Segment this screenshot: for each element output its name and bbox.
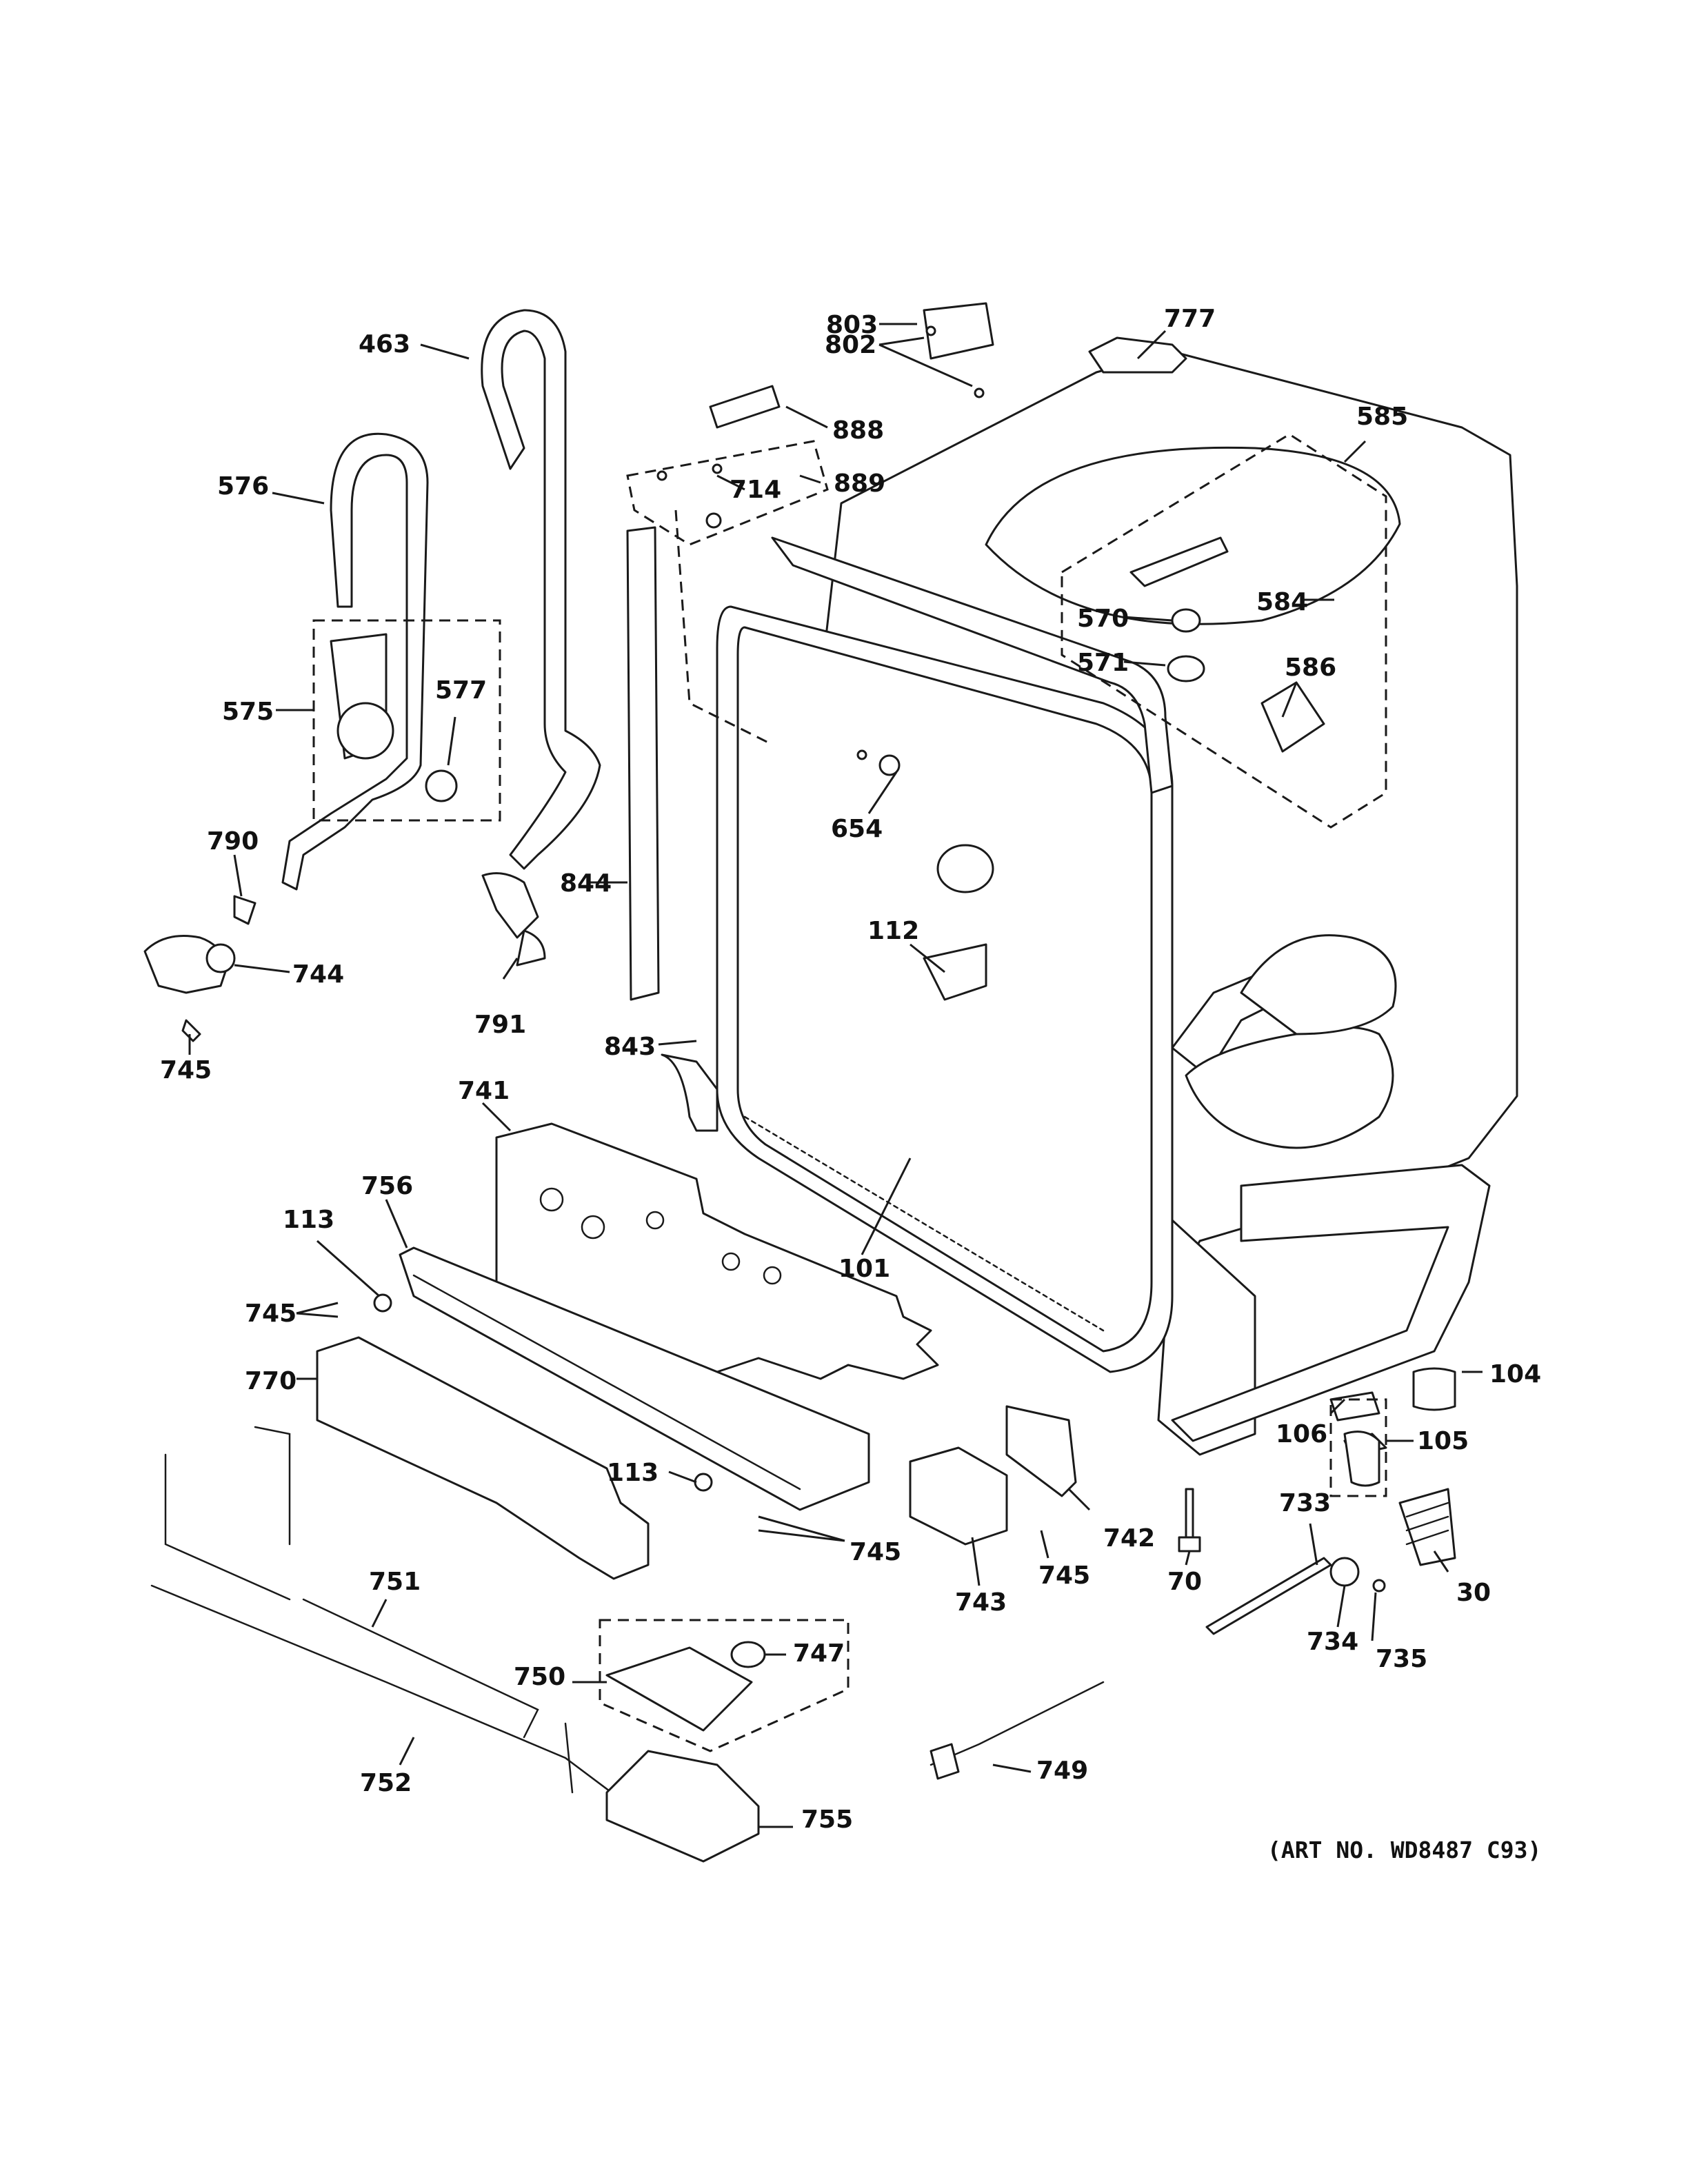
control-board-group [599,1619,850,1752]
art-number: (ART NO. WD8487 C93) [1267,1837,1541,1863]
label-791: 791 [474,1011,526,1039]
callout-labels: 803 777 802 888 585 463 714 889 576 570 … [160,305,1541,1834]
label-889: 889 [834,469,885,498]
label-741: 741 [458,1077,510,1105]
drain-hose [481,309,601,967]
label-463: 463 [359,330,410,358]
label-654: 654 [831,815,883,843]
label-714: 714 [730,476,781,504]
label-585: 585 [1356,403,1408,431]
label-113-bottom: 113 [607,1459,659,1487]
switch-803 [923,302,994,360]
label-752: 752 [360,1769,412,1797]
label-777: 777 [1164,305,1216,333]
label-112: 112 [867,917,919,945]
label-575: 575 [222,698,274,726]
label-744: 744 [292,960,344,989]
insulation-block [316,1336,650,1580]
door-spring [1398,1488,1456,1566]
label-750: 750 [514,1663,565,1691]
bracket-742 [1005,1405,1077,1497]
sensor-749 [930,1681,1105,1766]
control-board [605,1646,753,1732]
label-70: 70 [1167,1568,1202,1596]
label-770: 770 [245,1367,297,1395]
label-790: 790 [207,827,259,856]
door-cable [1205,1557,1332,1635]
label-576: 576 [217,472,269,501]
label-105: 105 [1417,1427,1469,1455]
label-803: 803 [826,311,878,339]
leader-lines [188,323,1483,1828]
label-749: 749 [1036,1757,1088,1785]
harness-752 [150,1584,650,1821]
vent-group [1061,433,1387,829]
label-745-bracket: 745 [1038,1561,1090,1590]
label-745-kick: 745 [245,1300,297,1328]
label-844: 844 [560,869,612,898]
harness-751 [164,1426,291,1601]
label-577: 577 [435,676,487,705]
label-742: 742 [1103,1524,1155,1553]
label-734: 734 [1307,1628,1358,1656]
o-ring [425,769,458,802]
label-747: 747 [793,1639,845,1668]
label-113-top: 113 [283,1206,334,1234]
label-745-module: 745 [850,1538,901,1566]
toe-kick [399,1246,870,1511]
label-104: 104 [1489,1360,1541,1388]
inlet-hose [281,432,429,891]
label-586: 586 [1285,654,1336,682]
label-802: 802 [825,331,876,359]
label-570: 570 [1077,605,1129,633]
label-843: 843 [604,1033,656,1061]
label-735: 735 [1376,1645,1427,1673]
label-106: 106 [1276,1420,1327,1448]
bracket-888 [709,385,781,429]
label-888: 888 [832,416,884,445]
vent-bracket-group [626,440,829,546]
inlet-kit-group [312,619,501,822]
foot-104 [1412,1367,1456,1411]
label-584: 584 [1256,588,1308,616]
label-751: 751 [369,1568,421,1596]
label-755: 755 [801,1806,853,1834]
label-733: 733 [1279,1489,1331,1517]
board-cover [605,1750,760,1863]
controls-module [909,1446,1008,1546]
label-756: 756 [361,1172,413,1200]
label-745-valve: 745 [160,1056,212,1084]
label-743: 743 [955,1588,1007,1617]
label-101: 101 [838,1255,890,1283]
label-30: 30 [1456,1579,1491,1607]
door-gasket [626,526,1174,1373]
capacitor-747 [730,1641,766,1668]
label-571: 571 [1077,649,1129,677]
